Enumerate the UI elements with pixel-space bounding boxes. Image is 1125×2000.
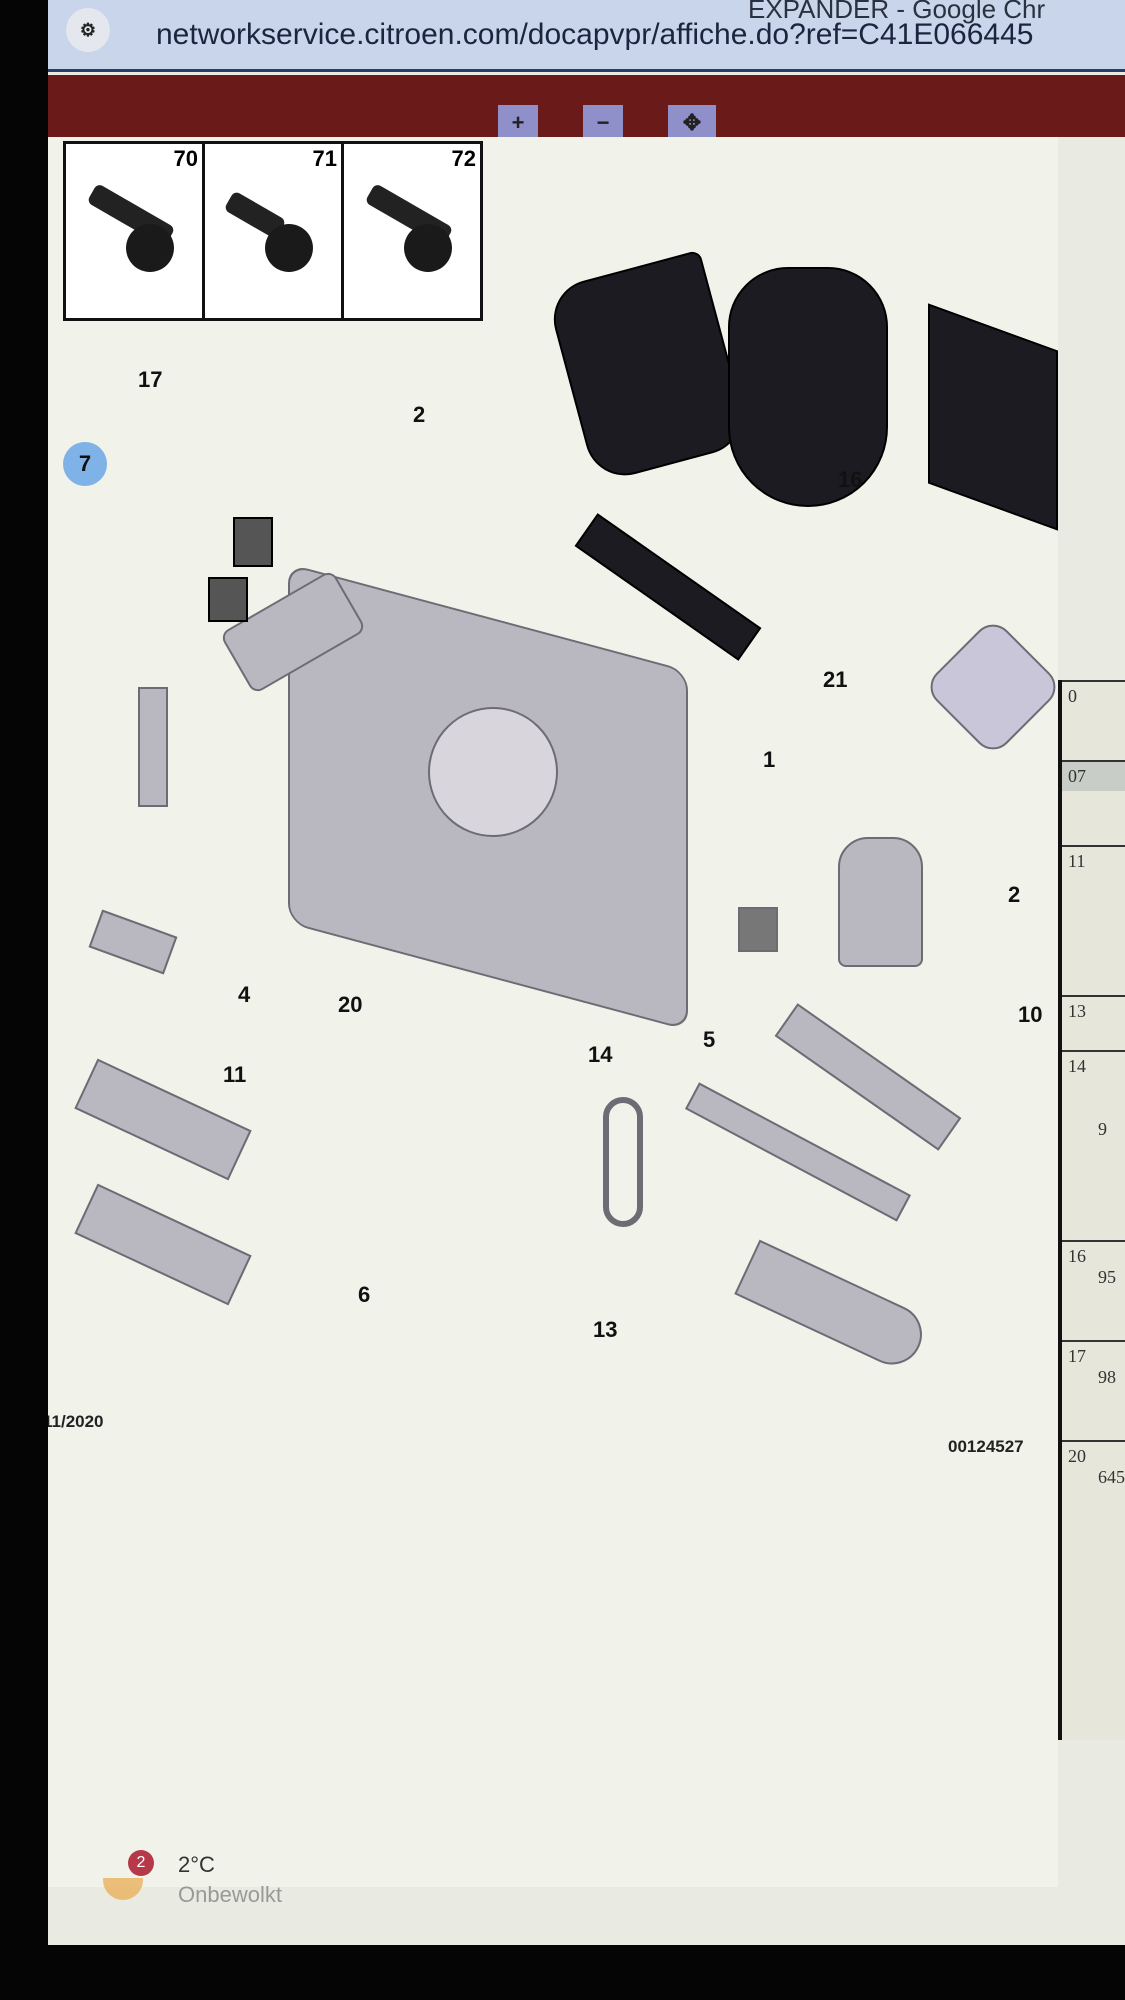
row-part: 95 [1098, 1267, 1116, 1287]
callout-14[interactable]: 14 [588, 1042, 613, 1067]
callout-7[interactable]: 7 [63, 442, 107, 486]
callout-21[interactable]: 21 [823, 667, 848, 692]
row-ref: 20 [1068, 1446, 1086, 1466]
zoom-in-button[interactable]: + [498, 105, 538, 141]
screw-head-icon [404, 224, 452, 272]
row-part: 9 [1098, 1119, 1107, 1139]
callout-17[interactable]: 17 [138, 367, 163, 392]
weather-temp: 2°C [178, 1852, 215, 1877]
site-settings-icon[interactable]: ⚙ [66, 8, 110, 52]
diagram-date: 11/2020 [48, 1412, 104, 1431]
callout-2[interactable]: 2 [413, 402, 426, 427]
table-row[interactable]: 14 9 [1062, 1050, 1125, 1144]
weather-condition: Onbewolkt [178, 1882, 282, 1907]
radiator-10[interactable] [774, 1003, 962, 1151]
filter-6b[interactable] [74, 1183, 252, 1306]
row-ref: 0 [1068, 686, 1077, 706]
callout-4[interactable]: 4 [238, 982, 251, 1007]
diagram-toolbar: + − ✥ [48, 75, 1125, 141]
table-row[interactable]: 13 [1062, 995, 1125, 1026]
row-ref: 16 [1068, 1246, 1086, 1266]
actuator-17[interactable] [233, 517, 273, 567]
row-part: 98 [1098, 1367, 1116, 1387]
table-row[interactable]: 11 [1062, 845, 1125, 876]
browser-window: ⚙ networkservice.citroen.com/docapvpr/af… [48, 0, 1125, 1945]
seal-13a[interactable] [603, 1097, 643, 1227]
thumb-71[interactable]: 71 [205, 144, 344, 318]
pan-button[interactable]: ✥ [668, 105, 716, 141]
bolt-head-icon [126, 224, 174, 272]
actuator-17b[interactable] [208, 577, 248, 622]
duct-16a[interactable] [544, 249, 752, 485]
callout-6[interactable]: 6 [358, 1282, 371, 1307]
callout-16[interactable]: 16 [838, 467, 863, 492]
callout-13[interactable]: 13 [593, 1317, 618, 1342]
seal-13c[interactable] [734, 1239, 932, 1375]
window-title: EXPANDER - Google Chr [748, 0, 1046, 24]
callout-10[interactable]: 10 [1018, 1002, 1043, 1027]
row-ref: 07 [1068, 766, 1086, 786]
kit-21[interactable] [922, 616, 1064, 758]
blower-ring[interactable] [428, 707, 558, 837]
thumb-70[interactable]: 70 [66, 144, 205, 318]
table-row[interactable]: 20 645 [1062, 1440, 1125, 1492]
notification-badge: 2 [128, 1850, 154, 1876]
callout-20[interactable]: 20 [338, 992, 363, 1017]
weather-sun-icon [103, 1878, 143, 1900]
callout-1[interactable]: 1 [763, 747, 776, 772]
panel-16c[interactable] [928, 303, 1058, 531]
row-ref: 11 [1068, 851, 1086, 871]
row-part: 645 [1098, 1467, 1125, 1487]
fastener-thumbnails: 70 71 72 [63, 141, 483, 321]
thumb-72[interactable]: 72 [344, 144, 480, 318]
row-ref: 17 [1068, 1346, 1086, 1366]
bracket-7[interactable] [138, 687, 168, 807]
filter-16d[interactable] [574, 513, 762, 661]
actuator-5[interactable] [738, 907, 778, 952]
duct-16b[interactable] [728, 267, 888, 507]
table-row[interactable]: 0 [1062, 680, 1125, 711]
parts-diagram[interactable]: 70 71 72 17 2 7 16 21 1 2 10 4 20 11 [48, 137, 1064, 1887]
diagram-ref-code: 00124527 [948, 1437, 1024, 1456]
table-row[interactable]: 07 [1062, 760, 1125, 791]
callout-11[interactable]: 11 [223, 1062, 247, 1087]
panel-11[interactable] [88, 909, 178, 975]
url-text[interactable]: networkservice.citroen.com/docapvpr/affi… [156, 18, 1034, 51]
bolt-head-icon [265, 224, 313, 272]
duct-2b[interactable] [838, 837, 923, 967]
callout-2b[interactable]: 2 [1008, 882, 1021, 907]
callout-5[interactable]: 5 [703, 1027, 716, 1052]
row-ref: 13 [1068, 1001, 1086, 1021]
zoom-out-button[interactable]: − [583, 105, 623, 141]
row-ref: 14 [1068, 1056, 1086, 1076]
address-bar[interactable]: ⚙ networkservice.citroen.com/docapvpr/af… [48, 0, 1125, 72]
